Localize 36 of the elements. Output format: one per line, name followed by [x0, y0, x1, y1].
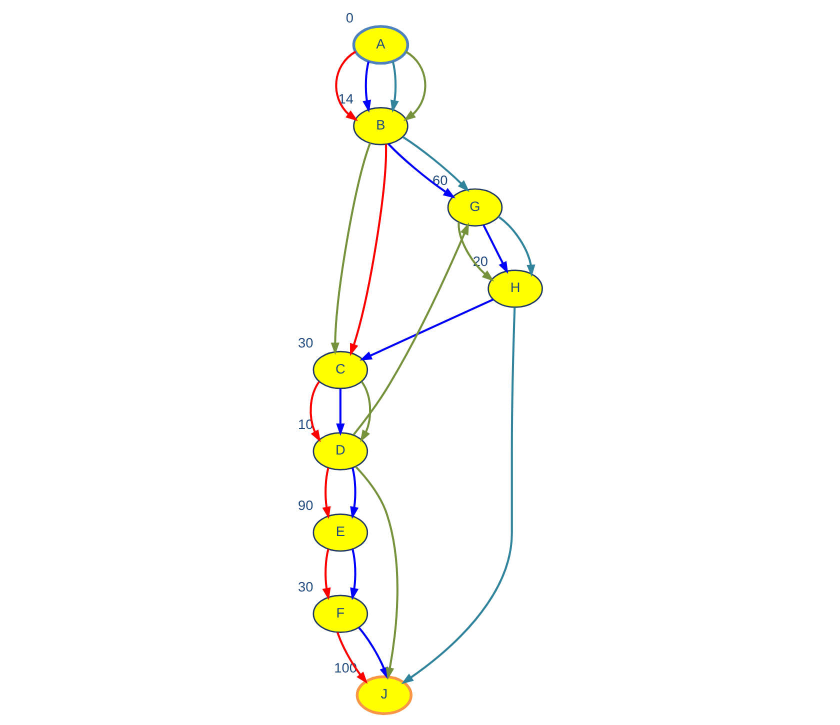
node-ellipse: D	[312, 432, 368, 470]
node-label: 30	[298, 579, 314, 594]
arrow	[352, 222, 470, 436]
arrow	[458, 222, 494, 282]
arrow	[498, 216, 536, 278]
node-ellipse: H	[488, 270, 543, 308]
node-label: 14	[338, 92, 354, 107]
node-ellipse: C	[312, 350, 368, 390]
arrow	[322, 468, 331, 519]
arrow	[390, 61, 399, 113]
node-ellipse: J	[356, 675, 412, 715]
node-label: 30	[298, 335, 314, 350]
node-ellipse: A	[352, 25, 410, 65]
arrow	[482, 224, 508, 274]
node-ellipse: B	[353, 107, 408, 146]
arrow	[402, 136, 470, 192]
node-label: 0	[346, 10, 354, 26]
arrow	[335, 50, 358, 122]
arrow	[330, 142, 372, 355]
arrow	[388, 143, 456, 198]
node-ellipse: G	[447, 188, 503, 227]
arrow	[350, 144, 387, 356]
arrow	[336, 632, 368, 684]
arrow	[360, 298, 494, 361]
arrow	[403, 50, 426, 122]
arrow	[350, 549, 359, 600]
arrow	[362, 61, 372, 113]
arrow	[322, 549, 331, 600]
arrow	[350, 468, 359, 519]
node-label: 90	[298, 498, 314, 514]
arrow	[360, 381, 372, 442]
node-ellipse: E	[312, 513, 368, 552]
node-ellipse: F	[312, 594, 368, 633]
arrow	[310, 381, 321, 442]
arrow	[336, 388, 345, 436]
arrow	[401, 307, 516, 684]
